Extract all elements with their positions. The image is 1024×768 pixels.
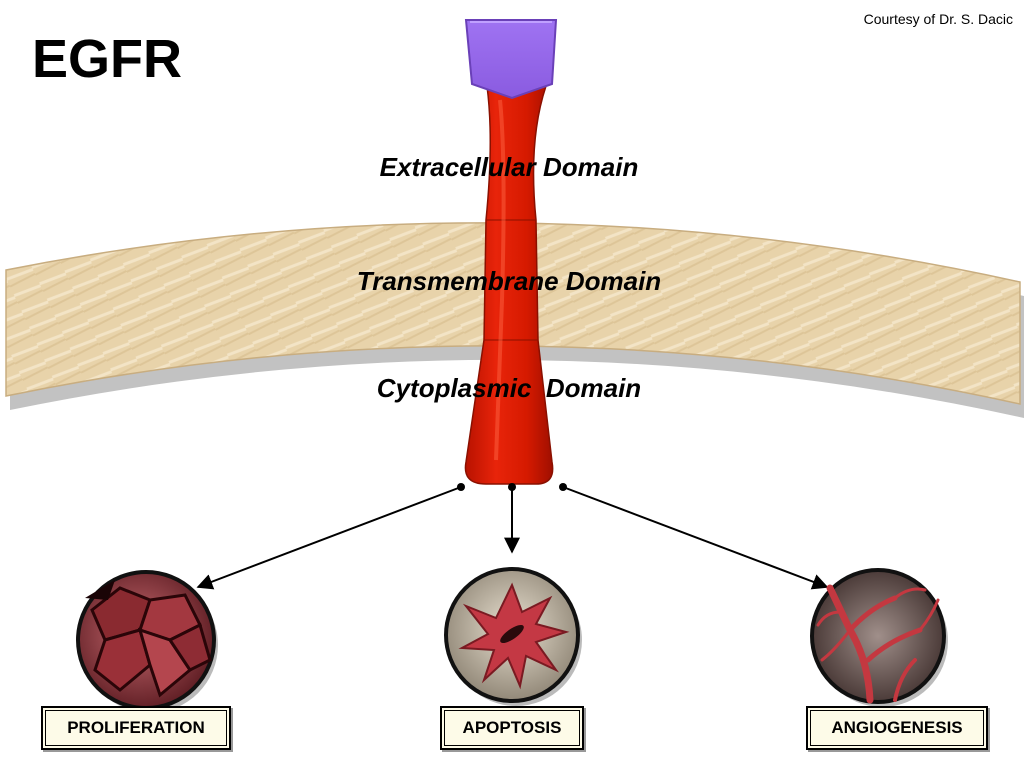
angiogenesis-box: ANGIOGENESIS — [806, 706, 988, 750]
extracellular-domain-label: Extracellular Domain — [379, 152, 639, 182]
apoptosis-image — [444, 567, 582, 706]
proliferation-label: PROLIFERATION — [67, 718, 205, 737]
arrow-to-angiogenesis — [562, 486, 829, 590]
angiogenesis-label: ANGIOGENESIS — [831, 718, 963, 737]
signal-arrows — [196, 483, 829, 590]
proliferation-box: PROLIFERATION — [41, 706, 231, 750]
angiogenesis-image — [810, 568, 948, 707]
proliferation-image — [76, 570, 218, 713]
page-title: EGFR — [32, 29, 183, 89]
apoptosis-box: APOPTOSIS — [440, 706, 584, 750]
transmembrane-domain-label: Transmembrane Domain — [356, 266, 662, 296]
apoptosis-label: APOPTOSIS — [462, 718, 562, 737]
cytoplasmic-domain-label: Cytoplasmic Domain — [376, 373, 642, 403]
arrow-to-proliferation — [196, 486, 462, 590]
image-credit: Courtesy of Dr. S. Dacic — [863, 11, 1013, 27]
ligand-egf — [464, 19, 558, 100]
